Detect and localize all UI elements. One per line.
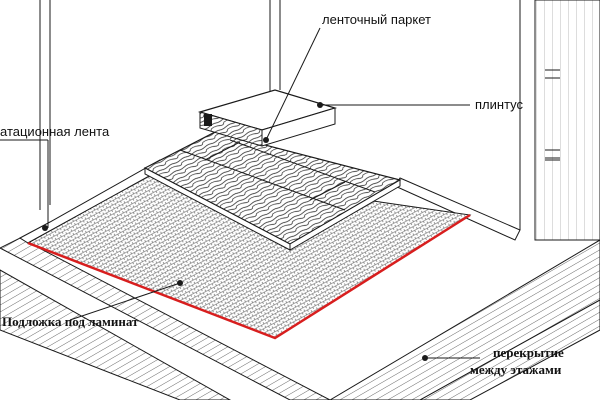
label-slab-line2: между этажами (470, 362, 562, 377)
label-expansion-tape: атационная лента (0, 124, 110, 139)
label-underlay: Подложка под ламинат (2, 314, 139, 329)
floor-slab (0, 237, 600, 400)
label-parquet: ленточный паркет (322, 12, 431, 27)
parquet-boards (143, 131, 402, 251)
underlay (26, 169, 472, 340)
leader-lines (0, 27, 480, 361)
label-plinth: плинтус (475, 97, 524, 112)
plinth (197, 89, 338, 147)
label-slab-line1: перекрытие (493, 345, 564, 360)
right-wall-section (534, 0, 600, 241)
